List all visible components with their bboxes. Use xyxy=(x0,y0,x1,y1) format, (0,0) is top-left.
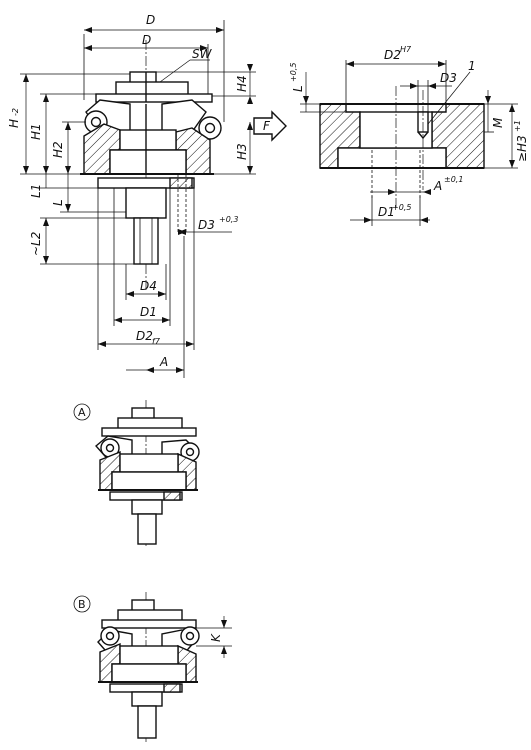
label-d2: D2 xyxy=(136,329,153,343)
bore-label-item-1: 1 xyxy=(468,59,476,73)
label-d1: D1 xyxy=(140,305,157,319)
label-h1: H1 xyxy=(29,123,43,140)
bore-label-a: A xyxy=(433,179,442,193)
bore-label-m: M xyxy=(491,117,505,128)
bore-label-h3-tol: +1 xyxy=(513,120,522,132)
bore-view: D2 H7 D3 1 L +0,5 M ≥H3 +1 A ±0,1 D1 +0,… xyxy=(289,45,529,226)
label-l1: L1 xyxy=(29,184,43,198)
label-h-tol: -2 xyxy=(11,108,20,116)
bore-label-a-tol: ±0,1 xyxy=(444,175,463,184)
label-h4: H4 xyxy=(235,75,249,92)
label-d4: D4 xyxy=(140,279,157,293)
label-d3: D3 xyxy=(198,218,215,232)
label-a: A xyxy=(159,355,168,369)
label-d2-fit: f7 xyxy=(152,337,161,346)
label-h: H xyxy=(7,119,21,128)
bore-label-d2: D2 xyxy=(384,48,401,62)
bore-label-h3: ≥H3 xyxy=(515,135,529,162)
label-l2: ~L2 xyxy=(29,232,43,256)
label-f: F xyxy=(263,119,271,133)
main-view: D D SW H -2 H1 H2 H4 H3 L1 L ~L2 D3 +0,3… xyxy=(7,13,287,378)
label-d-second: D xyxy=(142,33,151,47)
label-sw: SW xyxy=(192,47,213,61)
variant-a-badge: A xyxy=(78,406,86,419)
label-d-top: D xyxy=(146,13,155,27)
bore-label-l-tol: +0,5 xyxy=(289,63,298,82)
bore-label-d1: D1 xyxy=(378,205,395,219)
label-k: K xyxy=(209,633,223,642)
label-h3: H3 xyxy=(235,143,249,160)
bore-label-d1-tol: +0,5 xyxy=(392,203,411,212)
variant-b-badge: B xyxy=(78,598,86,611)
label-h2: H2 xyxy=(51,141,65,158)
bore-label-l: L xyxy=(291,85,305,92)
label-d3-tol: +0,3 xyxy=(219,215,238,224)
variant-a-view: A xyxy=(73,400,200,546)
bore-label-d3: D3 xyxy=(440,71,457,85)
label-l: L xyxy=(51,199,65,206)
bore-label-d2-fit: H7 xyxy=(400,45,412,54)
variant-b-view: B K xyxy=(73,592,232,742)
